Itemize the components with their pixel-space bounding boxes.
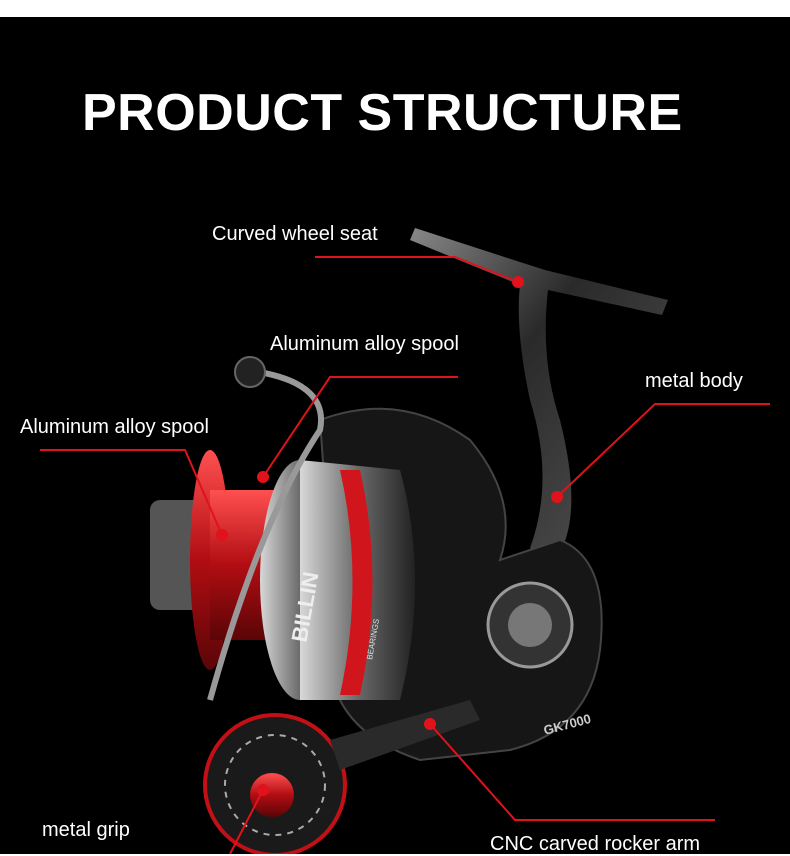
callout-curved-wheel-seat: Curved wheel seat (212, 223, 378, 245)
line-roller (234, 356, 266, 388)
callout-aluminum-alloy-spool-left: Aluminum alloy spool (20, 416, 209, 438)
spool: BILLIN BEARINGS (150, 450, 415, 700)
product-banner: PRODUCT STRUCTURE GK7000 (0, 17, 790, 855)
callout-dots (216, 276, 563, 796)
bail-wire (207, 367, 325, 701)
handle-knob (203, 700, 480, 854)
callout-metal-body: metal body (645, 370, 743, 392)
callout-lines (40, 256, 770, 854)
page-title: PRODUCT STRUCTURE (82, 84, 683, 142)
callout-cnc-carved-rocker-arm: CNC carved rocker arm (490, 833, 701, 855)
fishing-reel-illustration: GK7000 BILLIN BEARINGS (40, 228, 770, 854)
handle-arm (410, 228, 668, 560)
callout-aluminum-alloy-spool-top: Aluminum alloy spool (270, 333, 459, 355)
callout-metal-grip: metal grip (42, 819, 130, 841)
